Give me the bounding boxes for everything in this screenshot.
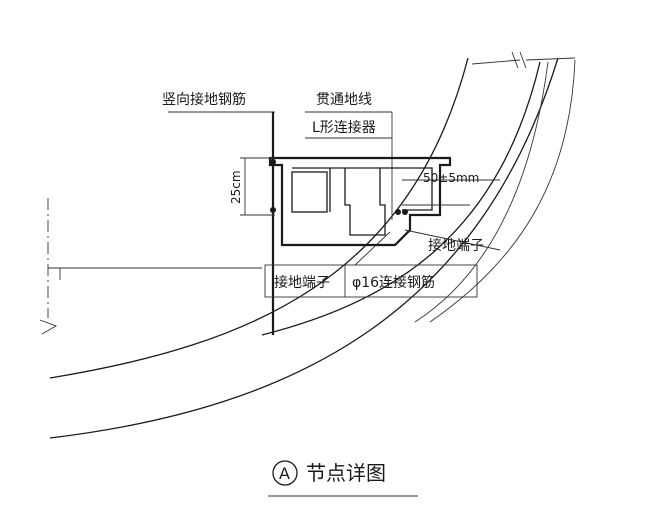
label-l-connector: L形连接器 bbox=[312, 119, 376, 136]
label-dim-25cm: 25cm bbox=[229, 170, 243, 204]
cable-slot-left bbox=[291, 171, 328, 213]
break-mark-top bbox=[471, 51, 576, 69]
outer-arch-curve bbox=[49, 57, 469, 379]
rebar16-leader bbox=[354, 231, 391, 266]
rebar-dot-3 bbox=[402, 209, 408, 215]
middle-arch-curve bbox=[261, 61, 541, 336]
trough-right-step bbox=[380, 167, 433, 211]
cable-trough-inner bbox=[292, 167, 386, 236]
rebar-dot-2 bbox=[270, 207, 276, 213]
label-dim-50mm: 50±5mm bbox=[423, 171, 479, 185]
cable-trough-outer bbox=[268, 156, 452, 247]
rebar-dot-1 bbox=[270, 159, 276, 165]
right-arch-curve bbox=[429, 59, 576, 323]
label-ground-terminal-right: 接地端子 bbox=[428, 237, 484, 254]
middle-arch-curve-2 bbox=[414, 61, 549, 323]
left-break-mark bbox=[39, 319, 58, 335]
label-ground-terminal-left: 接地端子 bbox=[274, 274, 330, 291]
label-through-ground-wire: 贯通地线 bbox=[316, 92, 372, 108]
inner-arch-curve bbox=[49, 57, 559, 439]
rebar-dot-4 bbox=[395, 209, 401, 215]
callout-title: 节点详图 bbox=[306, 461, 386, 485]
callout-circle bbox=[272, 460, 298, 486]
label-vertical-ground-bar: 竖向接地钢筋 bbox=[162, 91, 246, 108]
right-terminal-leader bbox=[404, 229, 501, 251]
label-rebar-16: φ16连接钢筋 bbox=[352, 274, 435, 291]
callout-letter: A bbox=[279, 464, 290, 483]
bottom-label-box bbox=[264, 264, 478, 298]
